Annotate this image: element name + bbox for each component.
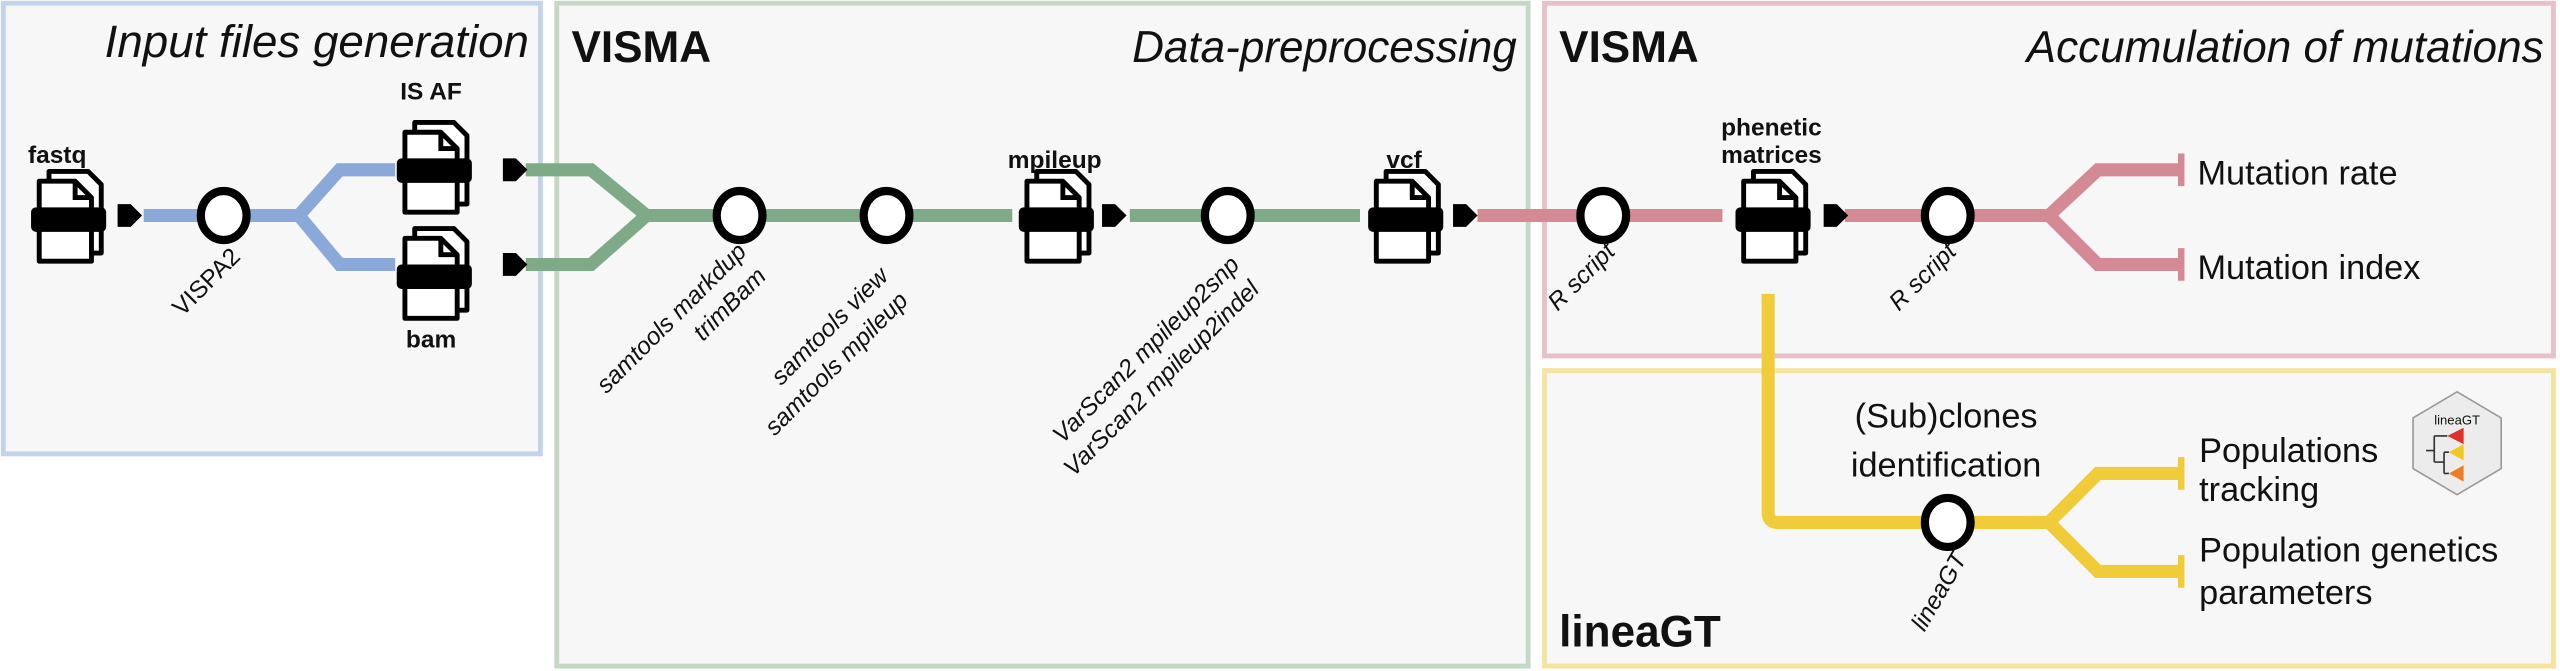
output-mutation-rate: Mutation rate: [2198, 154, 2398, 192]
file-label-fastq: fastq: [28, 142, 86, 169]
step-node-rscript-2: [1920, 186, 1975, 245]
step-node-lineagt: [1920, 493, 1975, 552]
visma-label-accumulation: VISMA: [1559, 23, 1699, 72]
label-identification: identification: [1851, 447, 2042, 485]
step-node-rscript-1: [1576, 186, 1631, 245]
green-merge-top: [525, 163, 651, 221]
panel-accumulation: [1542, 0, 2556, 359]
output-mutation-index: Mutation index: [2198, 249, 2421, 287]
lineagt-logo-icon: lineaGT: [2412, 390, 2503, 496]
file-icon-vcf: [1368, 168, 1444, 264]
arrow-icon-isaf: [502, 158, 528, 182]
yellow-track: [1761, 293, 2049, 529]
output-population-genetics: Population genetics: [2199, 532, 2498, 570]
logo-text: lineaGT: [2434, 412, 2480, 427]
output-tracking: tracking: [2199, 471, 2319, 509]
file-label-matrices: matrices: [1721, 142, 1822, 169]
output-parameters: parameters: [2199, 574, 2372, 612]
blue-branch-bottom: [293, 211, 396, 272]
file-icon-isaf: [396, 119, 472, 215]
file-label-vcf: vcf: [1386, 147, 1422, 174]
file-icon-mpileup: [1018, 168, 1094, 264]
file-icon-fastq: [31, 168, 107, 264]
step-node-markdup: [712, 186, 767, 245]
arrow-icon-fastq: [117, 204, 143, 227]
panel-input-title: Input files generation: [105, 16, 529, 67]
pink-branch-top: [2044, 163, 2180, 221]
lineagt-panel-label: lineaGT: [1559, 608, 1721, 657]
panel-accumulation-title: Accumulation of mutations: [2024, 23, 2544, 72]
arrow-icon-mpileup: [1102, 204, 1127, 227]
visma-label-preprocessing: VISMA: [571, 23, 711, 72]
file-icon-phenetic-matrices: [1735, 168, 1811, 264]
file-icon-bam: [396, 226, 472, 321]
step-node-vispa2: [196, 186, 251, 245]
yellow-branch-bottom: [2044, 517, 2180, 578]
blue-branch-top: [293, 163, 396, 220]
file-label-isaf: IS AF: [400, 79, 462, 106]
file-label-phenetic: phenetic: [1721, 115, 1822, 142]
step-node-samtools-view: [859, 186, 914, 245]
panel-preprocessing-title: Data-preprocessing: [1132, 23, 1517, 72]
label-subclones: (Sub)clones: [1855, 398, 2038, 436]
file-label-bam: bam: [406, 327, 456, 354]
green-merge-bottom: [525, 210, 651, 272]
pink-branch-bottom: [2044, 210, 2180, 272]
panel-data-preprocessing: [554, 0, 1531, 669]
output-populations: Populations: [2199, 432, 2378, 470]
yellow-branch-top: [2044, 466, 2180, 528]
arrow-icon-bam: [502, 253, 528, 276]
step-node-varscan: [1200, 186, 1255, 245]
file-label-mpileup: mpileup: [1008, 147, 1102, 174]
arrow-icon-phenetic: [1823, 204, 1849, 227]
arrow-icon-vcf: [1453, 204, 1478, 227]
